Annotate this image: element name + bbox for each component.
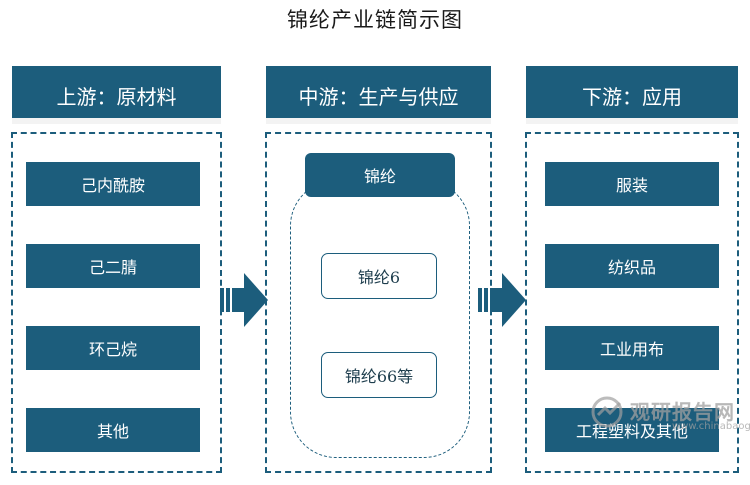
nylon-group-frame bbox=[290, 180, 470, 458]
downstream-header: 下游：应用 bbox=[526, 66, 738, 124]
flow-arrow-icon bbox=[220, 273, 268, 327]
upstream-item-cyclohexane: 环己烷 bbox=[26, 326, 200, 370]
nylon-66-item: 锦纶66等 bbox=[321, 352, 437, 398]
midstream-header: 中游：生产与供应 bbox=[266, 66, 491, 124]
downstream-item-textiles: 纺织品 bbox=[545, 244, 719, 288]
diagram-title: 锦纶产业链简示图 bbox=[287, 8, 463, 32]
watermark-text: 观研报告网 bbox=[630, 400, 735, 424]
downstream-box bbox=[525, 132, 739, 473]
upstream-item-caprolactam: 己内酰胺 bbox=[26, 162, 200, 206]
watermark-url: www.chinabaogao.com bbox=[672, 421, 750, 432]
upstream-header: 上游：原材料 bbox=[12, 66, 221, 124]
flow-arrow-icon bbox=[478, 273, 526, 327]
downstream-item-apparel: 服装 bbox=[545, 162, 719, 206]
downstream-item-industrial-fabric: 工业用布 bbox=[545, 326, 719, 370]
upstream-item-adiponitrile: 己二腈 bbox=[26, 244, 200, 288]
upstream-item-other: 其他 bbox=[26, 408, 200, 452]
nylon-6-item: 锦纶6 bbox=[321, 253, 437, 299]
watermark-logo-icon bbox=[591, 396, 623, 428]
nylon-group-label: 锦纶 bbox=[305, 153, 455, 197]
